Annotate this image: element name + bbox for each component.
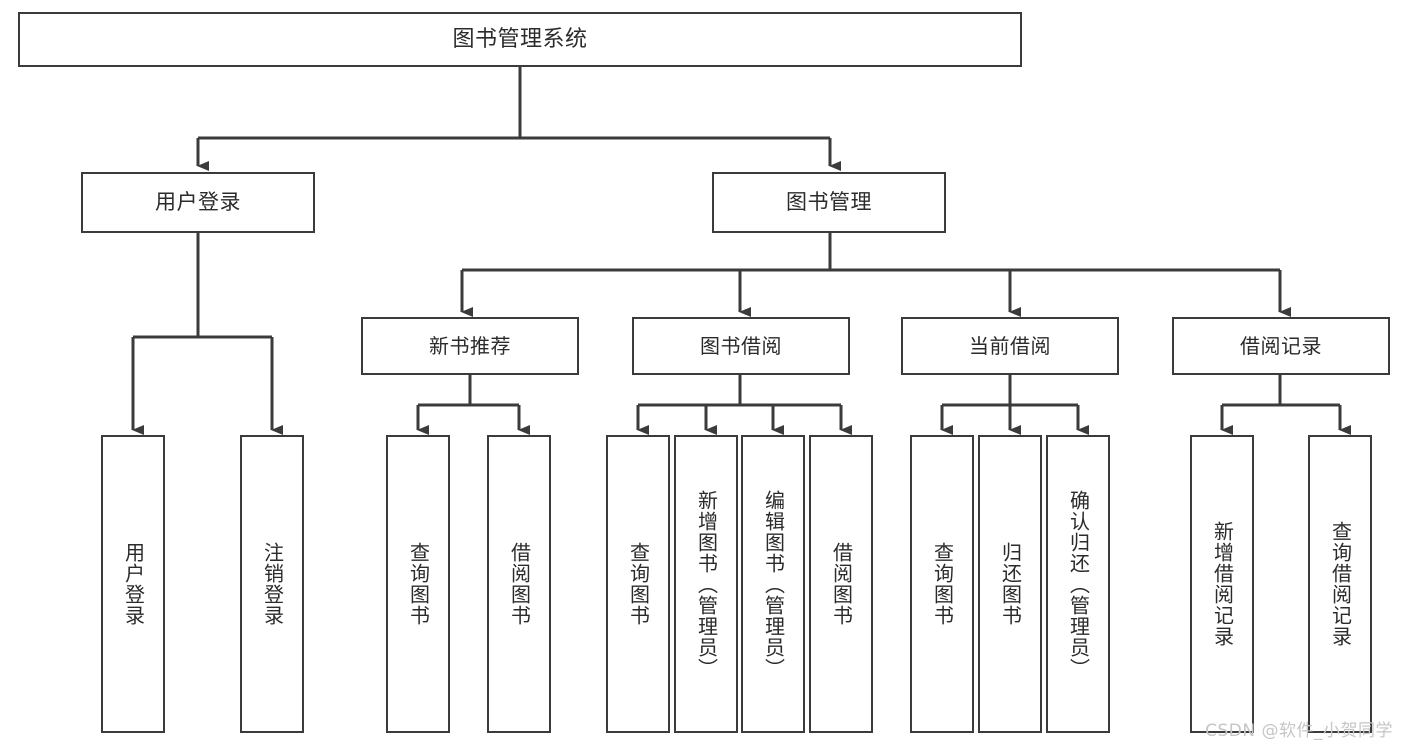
leaf-current-borrow-return[interactable]: 归还图书 — [978, 435, 1042, 733]
node-label: 查询图书 — [406, 542, 431, 626]
leaf-user-login-logout[interactable]: 注销登录 — [240, 435, 304, 733]
node-book-borrow[interactable]: 图书借阅 — [632, 317, 850, 375]
node-label: 查询图书 — [930, 542, 955, 626]
leaf-new-book-query[interactable]: 查询图书 — [386, 435, 450, 733]
node-root-system[interactable]: 图书管理系统 — [18, 12, 1022, 67]
node-new-book-recommend[interactable]: 新书推荐 — [361, 317, 579, 375]
leaf-book-borrow-borrow[interactable]: 借阅图书 — [809, 435, 873, 733]
node-label: 查询图书 — [626, 542, 651, 626]
node-user-login[interactable]: 用户登录 — [81, 172, 315, 233]
node-label: 新书推荐 — [429, 333, 511, 358]
watermark: CSDN @软件_小贺同学 — [1205, 721, 1393, 741]
node-label: 图书管理 — [786, 190, 872, 215]
leaf-book-borrow-query[interactable]: 查询图书 — [606, 435, 670, 733]
node-label: 借阅图书 — [829, 542, 854, 626]
node-label: 借阅图书 — [507, 542, 532, 626]
leaf-borrow-record-add[interactable]: 新增借阅记录 — [1190, 435, 1254, 733]
node-current-borrow[interactable]: 当前借阅 — [901, 317, 1119, 375]
node-label: 注销登录 — [260, 542, 285, 626]
node-label: 确认归还（管理员） — [1066, 489, 1091, 679]
leaf-book-borrow-add[interactable]: 新增图书（管理员） — [674, 435, 738, 733]
node-label: 用户登录 — [155, 190, 241, 215]
node-label: 当前借阅 — [969, 333, 1051, 358]
leaf-book-borrow-edit[interactable]: 编辑图书（管理员） — [741, 435, 805, 733]
node-label: 图书借阅 — [700, 333, 782, 358]
node-label: 查询借阅记录 — [1328, 521, 1353, 647]
node-label: 用户登录 — [121, 542, 146, 626]
node-label: 新增图书（管理员） — [694, 489, 719, 679]
leaf-user-login-login[interactable]: 用户登录 — [101, 435, 165, 733]
node-label: 新增借阅记录 — [1210, 521, 1235, 647]
node-label: 编辑图书（管理员） — [761, 489, 786, 679]
node-label: 图书管理系统 — [452, 26, 588, 52]
leaf-current-borrow-query[interactable]: 查询图书 — [910, 435, 974, 733]
node-label: 借阅记录 — [1240, 333, 1322, 358]
leaf-borrow-record-query[interactable]: 查询借阅记录 — [1308, 435, 1372, 733]
node-book-management[interactable]: 图书管理 — [712, 172, 946, 233]
leaf-current-borrow-confirm-return[interactable]: 确认归还（管理员） — [1046, 435, 1110, 733]
leaf-new-book-borrow[interactable]: 借阅图书 — [487, 435, 551, 733]
node-borrow-record[interactable]: 借阅记录 — [1172, 317, 1390, 375]
node-label: 归还图书 — [998, 542, 1023, 626]
